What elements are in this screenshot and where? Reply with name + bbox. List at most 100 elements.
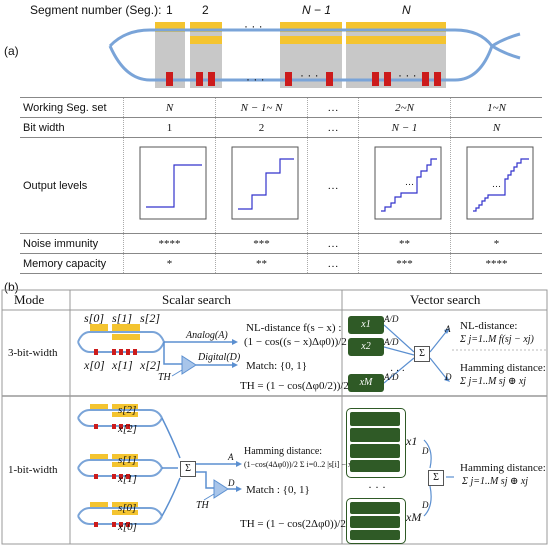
- segment-n-yellow-1: [346, 22, 446, 32]
- table-cell: 2~N: [358, 97, 451, 118]
- s-label: s[1]: [112, 311, 133, 325]
- heater: [422, 72, 429, 86]
- table-row: Noise immunity **** *** … ** *: [20, 233, 542, 254]
- analog-label: Analog(A): [186, 330, 228, 341]
- ellipsis-bottom: · · ·: [246, 72, 265, 86]
- vector-item-x1: x1: [348, 316, 384, 334]
- table-cell: ***: [215, 233, 308, 254]
- ad-label: A/D: [384, 314, 399, 324]
- ring-bottom: [77, 502, 163, 527]
- table-cell: …: [307, 117, 359, 138]
- bottom-waveguide: [108, 45, 494, 82]
- x-label: x[0]: [84, 358, 105, 372]
- heater: [196, 72, 203, 86]
- table-cell: …: [358, 137, 451, 234]
- table-cell: N: [122, 97, 216, 118]
- output-levels-plot-1: [139, 146, 206, 220]
- segment-n-yellow-2: [346, 36, 446, 44]
- heater: [208, 72, 215, 86]
- ad-label: A/D: [384, 372, 399, 382]
- table-row: Memory capacity * ** … *** ****: [20, 253, 542, 274]
- top-waveguide: [108, 28, 494, 48]
- vector-group-top: [346, 408, 406, 478]
- ellipsis-n-1: · · ·: [300, 68, 319, 82]
- th-label: TH: [158, 372, 171, 383]
- part-b-grid: [1, 289, 548, 545]
- segment-n-1-yellow-2: [280, 36, 342, 44]
- vector-bar: [350, 444, 400, 458]
- vector-bar: [350, 530, 400, 540]
- ad-label: A/D: [384, 337, 399, 347]
- row-header: Memory capacity: [20, 253, 124, 274]
- segment-2-yellow-2: [190, 36, 222, 44]
- segment-number-label: Segment number (Seg.):: [30, 3, 162, 17]
- table-cell: ****: [122, 233, 216, 254]
- a-label: A: [228, 452, 234, 462]
- scalar-3bit-diagram: [77, 324, 238, 377]
- vector-3bit-connections: · · ·: [384, 324, 450, 384]
- segment-2-yellow-1: [190, 22, 222, 32]
- row-header: Bit width: [20, 117, 124, 138]
- ring-top: [77, 404, 163, 429]
- table-row: Bit width 1 2 … N − 1 N: [20, 117, 542, 138]
- table-cell: …: [307, 97, 359, 118]
- s-label: s[1]: [118, 454, 137, 466]
- x-label: x[1]: [118, 473, 137, 485]
- table-cell: …: [307, 137, 359, 234]
- bit-width-table: Working Seg. set N N − 1~ N … 2~N 1~N Bi…: [20, 97, 542, 274]
- vector-group-bottom: [346, 498, 406, 544]
- th-formula: TH = (1 − cos(2Δφ0))/2: [240, 518, 346, 530]
- segment-n-1-label: N − 1: [302, 3, 332, 17]
- x-label: x[2]: [118, 423, 137, 435]
- row-header: Noise immunity: [20, 233, 124, 254]
- vector-nl-title: NL-distance:: [460, 320, 518, 332]
- sum-icon: Σ: [180, 461, 196, 477]
- vector-item-x2: x2: [348, 338, 384, 356]
- hamming-formula: (1−cos(4Δφ0))/2 Σ i=0..2 |s[i] − x[i]|: [244, 460, 362, 469]
- ellipsis-n: · · ·: [398, 68, 417, 82]
- vector-hamming-formula: Σ j=1..M sj ⊕ xj: [460, 376, 527, 387]
- vector-hamming-formula: Σ j=1..M sj ⊕ xj: [462, 476, 529, 487]
- svg-text:…: …: [492, 179, 501, 189]
- row-header: Working Seg. set: [20, 97, 124, 118]
- d-label: D: [422, 446, 429, 456]
- svg-text:…: …: [405, 177, 414, 187]
- heater: [326, 72, 333, 86]
- segment-2-block: [190, 22, 222, 88]
- digital-label: Digital(D): [198, 352, 241, 363]
- mode-header: Mode: [14, 292, 45, 307]
- x-label: x[1]: [112, 358, 133, 372]
- vector-nl-formula: Σ j=1..M f(sj − xj): [460, 334, 534, 345]
- ring-middle: [77, 454, 163, 479]
- heater: [372, 72, 379, 86]
- match-label: Match : {0, 1}: [246, 484, 310, 496]
- mode-3-bit-width: 3-bit-width: [8, 347, 58, 359]
- ellipsis-top: · · ·: [244, 19, 263, 33]
- s-label: s[0]: [118, 502, 137, 514]
- table-cell: **: [358, 233, 451, 254]
- heater: [285, 72, 292, 86]
- vector-search-header: Vector search: [410, 292, 481, 307]
- sum-icon: Σ: [414, 346, 430, 362]
- d-label: D: [422, 500, 429, 510]
- vector-bar: [350, 460, 400, 472]
- table-cell: N − 1: [358, 117, 451, 138]
- segment-1-yellow: [155, 22, 185, 32]
- sum-icon: Σ: [428, 470, 444, 486]
- segment-n-1-yellow-1: [280, 22, 342, 32]
- x-label: x[2]: [140, 358, 161, 372]
- table-cell: …: [307, 233, 359, 254]
- scalar-search-header: Scalar search: [162, 292, 231, 307]
- nl-distance-formula: (1 − cos((s − x)Δφ0))/2: [244, 336, 347, 348]
- s-label: s[0]: [84, 311, 105, 325]
- th-formula: TH = (1 − cos(Δφ0/2))/2: [240, 380, 349, 392]
- heater: [384, 72, 391, 86]
- mode-1-bit-width: 1-bit-width: [8, 464, 58, 476]
- vector-bar: [350, 516, 400, 528]
- d-label: D: [445, 372, 452, 382]
- row-header: Output levels: [20, 137, 124, 234]
- table-cell: 1~N: [450, 97, 542, 118]
- segment-waveguide-diagram: [108, 22, 521, 88]
- match-label: Match: {0, 1}: [246, 360, 307, 372]
- table-row: Working Seg. set N N − 1~ N … 2~N 1~N: [20, 97, 542, 118]
